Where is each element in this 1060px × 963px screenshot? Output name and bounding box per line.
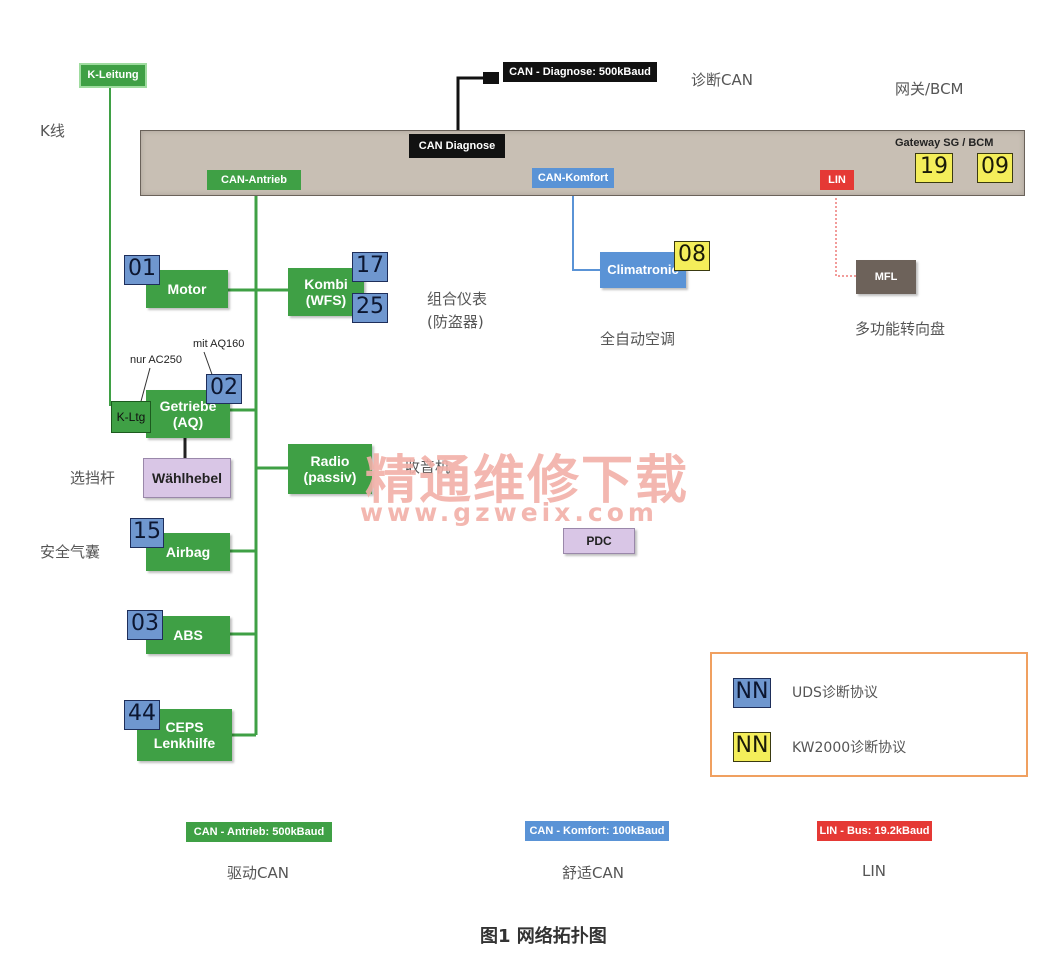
nur-ac250-note: nur AC250 [130, 354, 182, 366]
ecu-radio: Radio (passiv) [288, 444, 372, 494]
legend-can-antrieb-cn: 驱动CAN [227, 864, 289, 882]
protocol-legend: NN UDS诊断协议 NN KW2000诊断协议 [710, 652, 1028, 777]
diag-connector [483, 72, 499, 84]
legend-uds-swatch: NN [733, 678, 771, 708]
legend-kw2000-swatch: NN [733, 732, 771, 762]
getriebe-label-1: Getriebe [159, 398, 217, 414]
radio-label-1: Radio [310, 453, 350, 469]
abs-label: ABS [173, 627, 203, 643]
kombi-addr-25: 25 [352, 293, 388, 323]
kombi-cn-label: 组合仪表 [427, 290, 488, 308]
airbag-addr: 15 [130, 518, 164, 548]
kombi-cn-label-2: (防盗器) [427, 313, 484, 331]
legend-can-komfort-cn: 舒适CAN [562, 864, 624, 882]
gateway-addr-19: 19 [915, 153, 953, 183]
ceps-label-1: CEPS [165, 719, 204, 735]
abs-addr: 03 [127, 610, 163, 640]
climatronic-cn-label: 全自动空调 [600, 330, 676, 348]
pdc-label: PDC [586, 534, 612, 548]
getriebe-addr: 02 [206, 374, 242, 404]
can-komfort-bus [572, 190, 602, 271]
watermark-text: 精通维修下载 [365, 451, 690, 511]
getriebe-label-2: (AQ) [172, 414, 204, 430]
can-antrieb-tag: CAN-Antrieb [207, 170, 301, 190]
radio-label-2: (passiv) [303, 469, 357, 485]
gateway-addr-09: 09 [977, 153, 1013, 183]
mfl-label: MFL [874, 271, 898, 283]
legend-can-komfort-tag: CAN - Komfort: 100kBaud [525, 821, 669, 841]
climatronic-label: Climatronic [607, 262, 679, 277]
mit-aq160-note: mit AQ160 [193, 338, 245, 350]
kombi-label-1: Kombi [304, 276, 348, 292]
ceps-label-2: Lenkhilfe [153, 735, 216, 751]
legend-kw2000-label: KW2000诊断协议 [792, 740, 907, 756]
ecu-ceps: CEPS Lenkhilfe [137, 709, 232, 761]
gateway-sg-label: Gateway SG / BCM [895, 137, 994, 149]
kombi-label-2: (WFS) [305, 292, 347, 308]
can-diagnose-speed-tag: CAN - Diagnose: 500kBaud [503, 62, 657, 82]
legend-lin-cn: LIN [862, 862, 887, 880]
airbag-label: Airbag [165, 544, 211, 560]
motor-label: Motor [167, 281, 207, 297]
diag-can-cn-label: 诊断CAN [691, 71, 753, 89]
ecu-waehlhebel: Wählhebel [143, 458, 231, 498]
diagnose-line [456, 76, 485, 135]
radio-cn-label: 收音机 [405, 458, 451, 476]
k-ltg-box: K-Ltg [111, 401, 151, 433]
waehlhebel-label: Wählhebel [151, 470, 222, 486]
figure-caption: 图1 网络拓扑图 [480, 926, 607, 947]
lin-bus [835, 190, 858, 277]
kombi-addr-17: 17 [352, 252, 388, 282]
ecu-kombi: Kombi (WFS) [288, 268, 364, 316]
motor-addr: 01 [124, 255, 160, 285]
k-leitung-tag: K-Leitung [79, 63, 147, 88]
mfl-cn-label: 多功能转向盘 [855, 320, 946, 338]
lin-tag: LIN [820, 170, 854, 190]
legend-lin-tag: LIN - Bus: 19.2kBaud [817, 821, 932, 841]
ecu-pdc: PDC [563, 528, 635, 554]
waehlhebel-cn-label: 选挡杆 [70, 469, 116, 487]
k-leitung-line [109, 85, 118, 406]
legend-uds-label: UDS诊断协议 [792, 685, 878, 701]
ceps-addr: 44 [124, 700, 160, 730]
ecu-mfl: MFL [856, 260, 916, 294]
gateway-cn-label: 网关/BCM [895, 80, 964, 98]
k-line-cn-label: K线 [40, 122, 65, 140]
pointer-nur-ac250 [139, 367, 151, 406]
can-diagnose-tag: CAN Diagnose [409, 134, 505, 158]
climatronic-addr: 08 [674, 241, 710, 271]
can-komfort-tag: CAN-Komfort [532, 168, 614, 188]
watermark-url: www.gzweix.com [360, 498, 658, 527]
ecu-climatronic: Climatronic [600, 252, 686, 288]
airbag-cn-label: 安全气囊 [40, 543, 101, 561]
legend-can-antrieb-tag: CAN - Antrieb: 500kBaud [186, 822, 332, 842]
